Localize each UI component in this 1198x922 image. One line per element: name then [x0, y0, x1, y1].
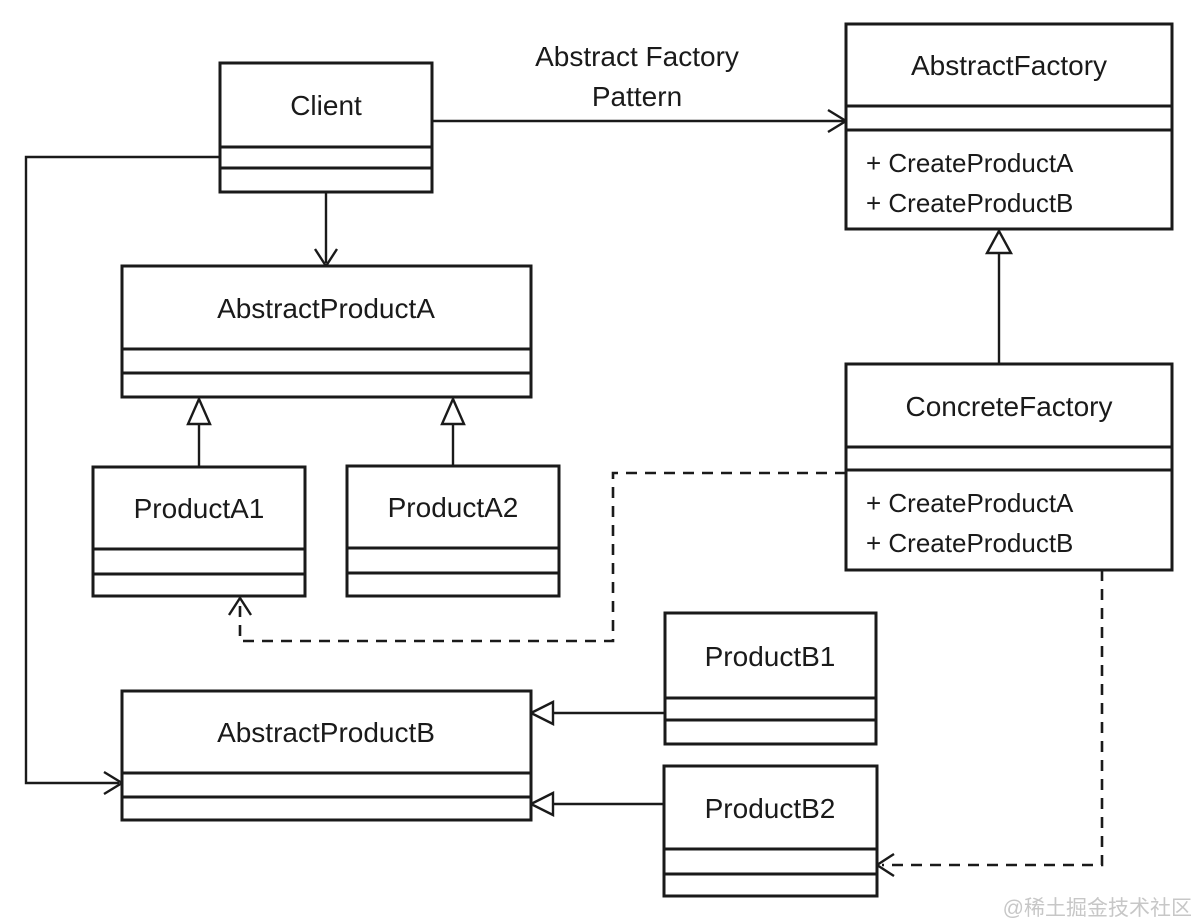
edge-concretefactory-abstractfactory [984, 228, 1014, 364]
class-rect [662, 764, 879, 898]
class-name: Client [290, 90, 362, 121]
open-arrowhead-icon [227, 595, 253, 616]
class-box-productb2: ProductB2 [662, 764, 879, 898]
class-box-producta1: ProductA1 [91, 465, 307, 598]
class-box-abstractproductb: AbstractProductB [120, 689, 533, 822]
edge-line [882, 570, 1104, 867]
class-name: ProductB2 [705, 793, 836, 824]
edge-producta1-abstractproducta [186, 396, 212, 467]
class-rect [844, 22, 1174, 231]
class-name: ConcreteFactory [906, 391, 1113, 422]
diagram-title-line2: Pattern [592, 81, 682, 112]
class-box-abstractfactory: AbstractFactory + CreateProductA + Creat… [844, 22, 1174, 231]
class-name: ProductA1 [134, 493, 265, 524]
class-rect [91, 465, 307, 598]
generalization-arrowhead-icon [186, 396, 212, 426]
class-rect [218, 61, 434, 194]
class-name: AbstractProductA [217, 293, 435, 324]
class-box-producta2: ProductA2 [345, 464, 561, 598]
class-box-productb1: ProductB1 [663, 611, 878, 746]
edge-productb2-abstractproductb [528, 791, 664, 817]
edge-producta2-abstractproducta [440, 396, 466, 466]
edge-client-abstractproducta [313, 192, 339, 269]
class-name: ProductA2 [388, 492, 519, 523]
class-rect [120, 264, 533, 399]
class-method: + CreateProductB [866, 188, 1073, 218]
class-box-client: Client [218, 61, 434, 194]
edge-concretefactory-productb2-dashed [874, 570, 1104, 878]
class-rect [120, 689, 533, 822]
edge-line [24, 155, 220, 785]
edge-client-abstractfactory [432, 108, 849, 134]
class-method: + CreateProductB [866, 528, 1073, 558]
class-rect [844, 362, 1174, 572]
edge-productb1-abstractproductb [528, 700, 665, 726]
edge-line [238, 471, 846, 643]
diagram-title-line1: Abstract Factory [535, 41, 739, 72]
generalization-arrowhead-icon [528, 791, 555, 817]
generalization-arrowhead-icon [528, 700, 555, 726]
generalization-arrowhead-icon [440, 396, 466, 426]
watermark-text: @稀土掘金技术社区 [1003, 897, 1192, 920]
open-arrowhead-icon [874, 852, 895, 878]
class-method: + CreateProductA [866, 488, 1074, 518]
class-box-concretefactory: ConcreteFactory + CreateProductA + Creat… [844, 362, 1174, 572]
class-name: AbstractProductB [217, 717, 435, 748]
class-rect [663, 611, 878, 746]
edge-concretefactory-producta1-dashed [227, 471, 846, 643]
generalization-arrowhead-icon [984, 228, 1014, 255]
class-rect [345, 464, 561, 598]
class-name: ProductB1 [705, 641, 836, 672]
class-method: + CreateProductA [866, 148, 1074, 178]
class-box-abstractproducta: AbstractProductA [120, 264, 533, 399]
class-name: AbstractFactory [911, 50, 1107, 81]
